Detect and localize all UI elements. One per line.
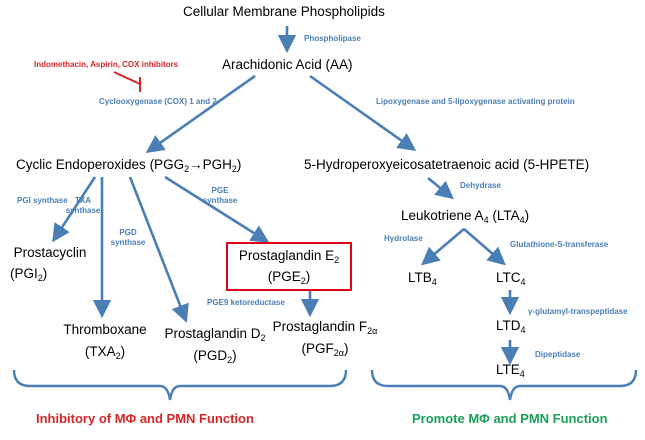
node-prostaglandin-f2a: Prostaglandin F2α (PGF2α) — [272, 319, 378, 358]
label-lipoxygenase: Lipoxygenase and 5-lipoxygenase activati… — [376, 97, 575, 106]
label-pge9-ketoreductase: PGE9 ketoreductase — [207, 298, 285, 307]
node-ltc4: LTC4 — [496, 270, 526, 287]
arrow-lta-ltb — [421, 228, 465, 266]
node-prostaglandin-e2: Prostaglandin E2 (PGE2) — [238, 248, 340, 286]
node-thromboxane: Thromboxane (TXA2) — [63, 322, 147, 361]
node-prostacyclin: Prostacyclin (PGI2) — [10, 245, 87, 283]
node-cyclic-endoperoxides: Cyclic Endoperoxides (PGG2→PGH2) — [16, 157, 242, 174]
arrow-aa-cyclic — [145, 74, 256, 153]
label-dipeptidase: Dipeptidase — [535, 350, 581, 359]
node-ltb4: LTB4 — [408, 270, 437, 287]
node-5-hpete: 5-Hydroperoxyeicosatetraenoic acid (5-HP… — [304, 157, 590, 172]
arrow-cyclic-prostacyclin — [52, 176, 97, 243]
label-pgi-synthase: PGI synthase — [17, 196, 68, 205]
arrow-cyclic-pgd — [128, 176, 189, 323]
node-membrane: Cellular Membrane Phospholipids — [183, 4, 385, 19]
label-hydrolase: Hydrolase — [384, 234, 423, 243]
footer-promote: Promote MΦ and PMN Function — [412, 411, 608, 426]
node-ltd4: LTD4 — [496, 318, 526, 335]
node-leukotriene-a4: Leukotriene A4 (LTA4) — [401, 208, 530, 225]
inhibition-marker — [113, 71, 141, 92]
label-cox: Cyclooxygenase (COX) 1 and 2 — [99, 97, 217, 106]
left-brace — [12, 369, 348, 401]
label-gamma-glutamyl-transpeptidase: γ-glutamyl-transpeptidase — [528, 307, 628, 316]
arrow-cyclic-pge — [164, 175, 270, 243]
label-phospholipase: Phospholipase — [304, 34, 361, 43]
label-inhibitors: Indomethacin, Aspirin, COX inhibitors — [34, 60, 179, 69]
node-arachidonic-acid: Arachidonic Acid (AA) — [222, 57, 353, 72]
footer-inhibitory: Inhibitory of MΦ and PMN Function — [36, 411, 254, 426]
highlight-box-pge2 — [226, 242, 352, 291]
arrow-aa-hpete — [309, 74, 417, 151]
node-prostaglandin-d2: Prostaglandin D2 (PGD2) — [164, 326, 266, 365]
label-dehydrase: Dehydrase — [460, 181, 501, 190]
arrow-lta-ltc — [463, 228, 506, 266]
label-glutathione-s-transferase: Glutathione-S-transferase — [510, 240, 609, 249]
arrow-hpete-lta — [427, 176, 455, 200]
right-brace — [370, 369, 638, 401]
node-lte4: LTE4 — [496, 362, 525, 379]
